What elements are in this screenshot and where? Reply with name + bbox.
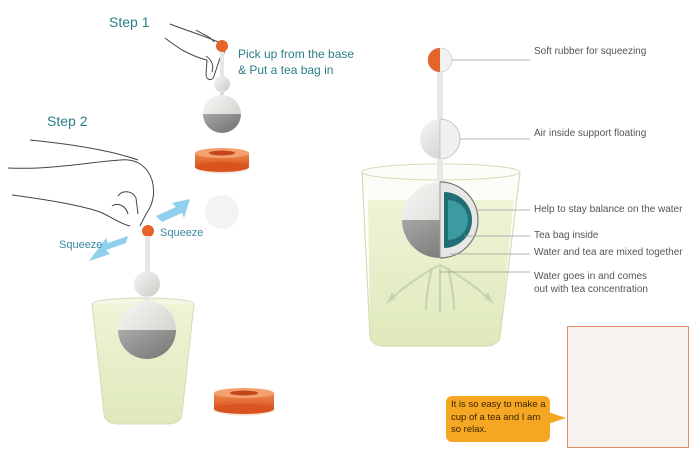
speech-bubble — [446, 396, 550, 442]
squeeze-arrows — [89, 199, 190, 261]
step1-instruction-line1: Pick up from the base — [238, 47, 355, 61]
annotation-air-floating: Air inside support floating — [534, 128, 647, 139]
step2-rubber-tip — [142, 225, 154, 237]
step1-title: Step 1 — [109, 14, 150, 30]
annotation-water-in: Water goes in and comes — [534, 271, 648, 282]
diagram-infuser — [402, 47, 479, 259]
step1-rubber-tip — [216, 40, 228, 52]
squeeze-label-left: Squeeze — [59, 239, 103, 251]
water-flow-arrows — [386, 264, 494, 312]
annotation-leader-lines — [440, 59, 530, 273]
step2-base-ring — [214, 388, 274, 416]
step2-title: Step 2 — [47, 113, 88, 129]
step1-infuser — [203, 52, 241, 133]
step2-infuser — [118, 236, 176, 359]
step1-base-ring — [195, 148, 249, 174]
step1-reflection — [205, 195, 239, 229]
annotation-balance: Help to stay balance on the water — [534, 204, 683, 215]
step2-hand — [7, 139, 155, 227]
speech-bubble-text: It is so easy to make a cup of a tea and… — [451, 399, 546, 435]
annotation-tea-bag: Tea bag inside — [534, 230, 599, 241]
annotation-water-out: out with tea concentration — [534, 284, 648, 295]
squeeze-label-right: Squeeze — [160, 227, 204, 239]
speech-bubble-tail — [548, 412, 566, 424]
person-photo-frame — [567, 326, 689, 448]
annotation-soft-rubber: Soft rubber for squeezing — [534, 46, 647, 57]
annotation-mixed: Water and tea are mixed together — [534, 247, 683, 258]
step1-hand — [164, 23, 225, 81]
step1-instruction-line2: & Put a tea bag in — [238, 63, 334, 77]
